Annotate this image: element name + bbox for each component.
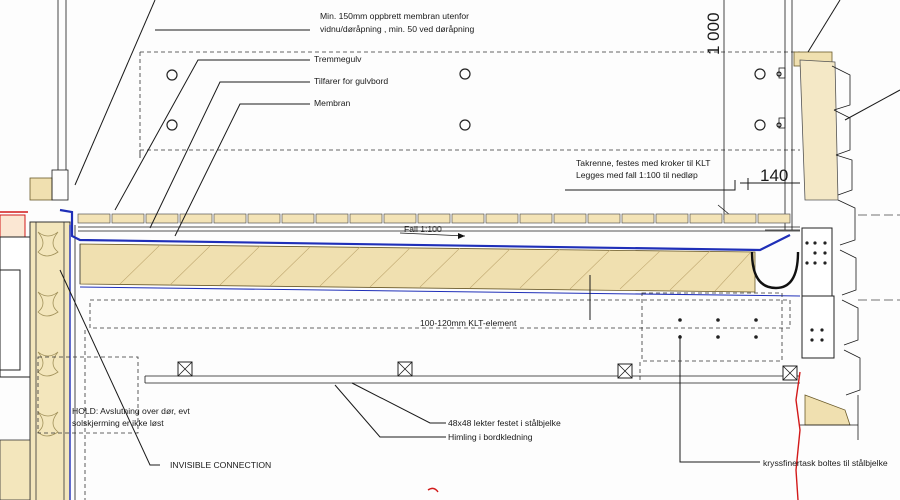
callout-membrane-1: Min. 150mm oppbrett membran utenfor bbox=[320, 11, 469, 21]
callout-tilfarer: Tilfarer for gulvbord bbox=[314, 76, 388, 86]
upper-beam-outline bbox=[139, 51, 800, 158]
callout-membran: Membran bbox=[314, 98, 351, 108]
leader-lines bbox=[59, 0, 800, 466]
hold-box bbox=[37, 356, 139, 434]
callout-tremmegulv: Tremmegulv bbox=[314, 54, 362, 64]
callout-takrenne-2: Legges med fall 1:100 til nedløp bbox=[576, 170, 698, 180]
callout-takrenne-1: Takrenne, festes med kroker til KLT bbox=[576, 158, 711, 168]
red-markup bbox=[0, 211, 801, 500]
dimension-1000-label: 1 000 bbox=[704, 12, 723, 55]
steel-beam bbox=[84, 227, 835, 500]
slope-label: Fall 1:100 bbox=[404, 224, 442, 234]
left-wall-column bbox=[0, 0, 76, 500]
callout-hold-1: HOLD: Avslutning over dør, evt bbox=[72, 406, 190, 416]
bolt-holes-upper bbox=[166, 68, 782, 131]
membrane-line bbox=[59, 208, 791, 252]
callout-hold-2: solskjerming er ikke løst bbox=[72, 418, 164, 428]
ceiling-battens bbox=[144, 361, 800, 384]
callout-himling: Himling i bordkledning bbox=[448, 432, 533, 442]
facade-cladding bbox=[778, 0, 900, 440]
fascia-bottom bbox=[800, 394, 858, 426]
callout-invisible-connection: INVISIBLE CONNECTION bbox=[170, 460, 271, 470]
callout-lekter: 48x48 lekter festet i stålbjelke bbox=[448, 418, 561, 428]
callout-membrane-2: vidnu/døråpning , min. 50 ved døråpning bbox=[320, 24, 475, 34]
callout-kryssfiner: kryssfinertask boltes til stålbjelke bbox=[763, 458, 888, 468]
gutter bbox=[750, 229, 800, 290]
callout-klt: 100-120mm KLT-element bbox=[420, 318, 517, 328]
dimension-140-label: 140 bbox=[760, 166, 788, 185]
deck-boards bbox=[77, 213, 791, 224]
klt-element bbox=[79, 243, 801, 297]
vertical-dimension: 1 000 bbox=[704, 0, 731, 220]
